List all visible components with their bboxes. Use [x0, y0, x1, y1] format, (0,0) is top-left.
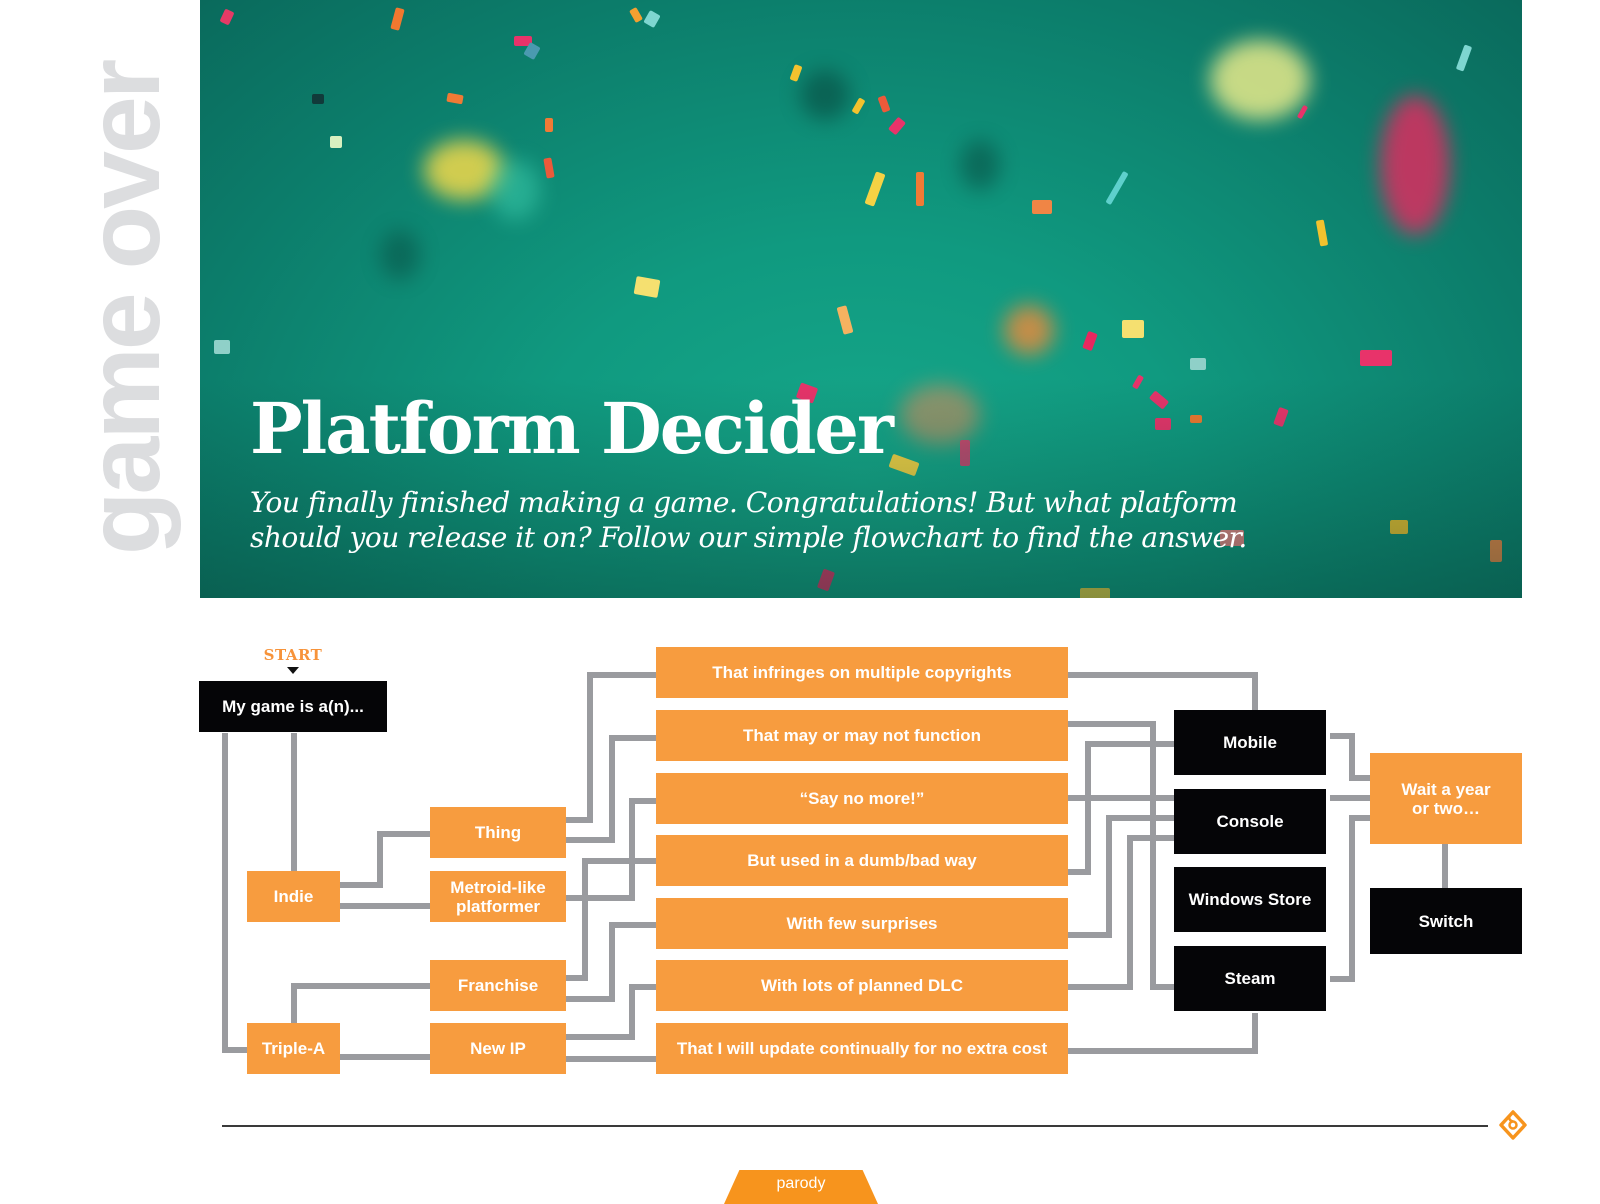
- connector-q1-mobile: [1068, 672, 1258, 710]
- node-thing: Thing: [430, 807, 566, 858]
- node-infringes-copyrights: That infringes on multiple copyrights: [656, 647, 1068, 698]
- node-indie: Indie: [247, 871, 340, 922]
- hero-shade: [200, 378, 1522, 598]
- confetti-piece: [1032, 200, 1052, 214]
- confetti-piece: [1122, 320, 1144, 338]
- connector-indie-thing: [340, 831, 430, 888]
- node-planned-dlc: With lots of planned DLC: [656, 960, 1068, 1011]
- node-franchise: Franchise: [430, 960, 566, 1011]
- bokeh-light: [490, 160, 540, 220]
- hero-banner: Platform Decider You finally finished ma…: [200, 0, 1522, 598]
- confetti-piece: [1390, 520, 1408, 534]
- bokeh-light: [1210, 40, 1310, 120]
- confetti-piece: [1155, 418, 1171, 430]
- node-wait-a-year: Wait a year or two…: [1370, 753, 1522, 844]
- bokeh-light: [1380, 95, 1450, 235]
- page-subtitle: You finally finished making a game. Cong…: [250, 486, 1247, 554]
- bokeh-shadow: [380, 230, 420, 280]
- connector-q4-mobile: [1068, 741, 1177, 875]
- confetti-piece: [1490, 540, 1502, 562]
- confetti-piece: [514, 36, 532, 46]
- node-mobile: Mobile: [1174, 710, 1326, 775]
- confetti-piece: [214, 340, 230, 354]
- footer-rule: [222, 1125, 1488, 1127]
- confetti-piece: [1190, 358, 1206, 370]
- confetti-piece: [1360, 350, 1392, 366]
- node-metroid-like-platformer: Metroid-like platformer: [430, 871, 566, 922]
- node-new-ip: New IP: [430, 1023, 566, 1074]
- node-windows-store: Windows Store: [1174, 867, 1326, 932]
- confetti-piece: [916, 172, 924, 206]
- bokeh-shadow: [960, 140, 1000, 190]
- connector-newip-q6: [566, 984, 656, 1040]
- connector-steam-wait: [1330, 815, 1375, 982]
- connector-q2-steam: [1068, 721, 1177, 990]
- connector-start-triplea: [222, 733, 248, 1053]
- confetti-piece: [330, 136, 342, 148]
- start-arrow-icon: [287, 667, 299, 674]
- connector-thing-q2: [566, 735, 656, 843]
- bokeh-light: [1004, 305, 1054, 355]
- confetti-piece: [1190, 415, 1202, 423]
- node-few-surprises: With few surprises: [656, 898, 1068, 949]
- node-console: Console: [1174, 789, 1326, 854]
- connector-franchise-q4: [566, 858, 656, 981]
- node-switch: Switch: [1370, 888, 1522, 954]
- connector-franchise-q5: [566, 922, 656, 1002]
- category-tag: parody: [724, 1170, 878, 1204]
- node-triple-a: Triple-A: [247, 1023, 340, 1074]
- node-say-no-more: “Say no more!”: [656, 773, 1068, 824]
- node-update-continually: That I will update continually for no ex…: [656, 1023, 1068, 1074]
- connector-q6-console: [1068, 835, 1177, 990]
- confetti-piece: [960, 440, 970, 466]
- page-title: Platform Decider: [250, 387, 894, 470]
- connector-q5-console: [1068, 815, 1177, 938]
- confetti-piece: [312, 94, 324, 104]
- publisher-logo-icon: [1499, 1110, 1527, 1140]
- confetti-piece: [1220, 530, 1244, 546]
- confetti-piece: [545, 118, 553, 132]
- connector-triplea-franchise: [291, 983, 430, 1025]
- confetti-piece: [1080, 588, 1110, 598]
- bokeh-shadow: [800, 70, 850, 120]
- start-label: START: [263, 646, 323, 664]
- connector-mobile-wait: [1330, 733, 1375, 781]
- connector-metroid-q3: [566, 798, 656, 901]
- connector-thing-q1: [566, 672, 656, 823]
- node-my-game: My game is a(n)...: [199, 681, 387, 732]
- connector-q7-steam: [1068, 1013, 1258, 1054]
- node-dumb-bad-way: But used in a dumb/bad way: [656, 835, 1068, 886]
- node-steam: Steam: [1174, 946, 1326, 1011]
- bokeh-light: [900, 385, 980, 445]
- node-may-not-function: That may or may not function: [656, 710, 1068, 761]
